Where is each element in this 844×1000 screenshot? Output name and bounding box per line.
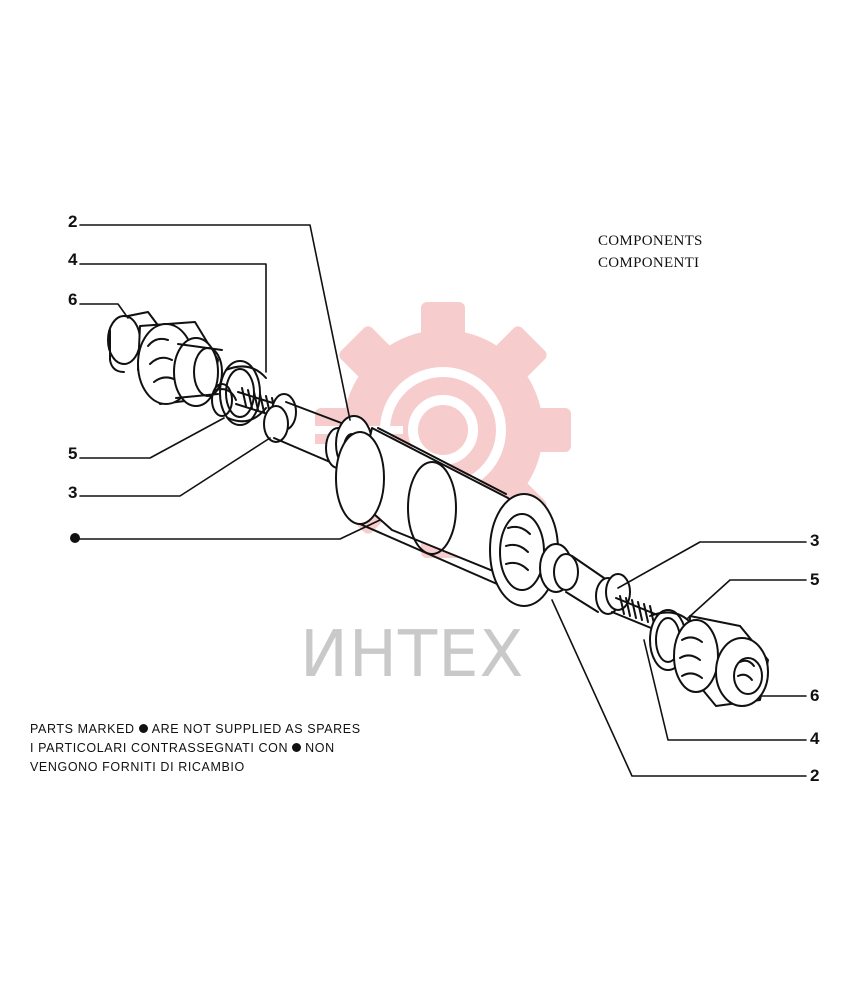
bullet-dot-icon <box>292 743 302 752</box>
note-line-1: PARTS MARKED ARE NOT SUPPLIED AS SPARES <box>30 722 361 736</box>
callout-right-4: 4 <box>810 729 820 748</box>
leader-lines-right <box>551 541 807 777</box>
callout-right-2: 2 <box>810 766 820 785</box>
right-spacer-part-3 <box>595 573 631 615</box>
bullet-dot-icon <box>138 724 148 733</box>
watermark-text: ИНТЕХ <box>300 618 525 692</box>
not-supplied-marker-dot <box>70 533 80 543</box>
right-end-fitting-part-6 <box>673 615 769 707</box>
callout-left-4: 4 <box>68 250 78 269</box>
leader-lines-left <box>79 224 381 540</box>
note-line-2-b: NON <box>305 741 335 755</box>
central-sleeve-body <box>335 427 559 607</box>
note-line-2: I PARTICOLARI CONTRASSEGNATI CON NON <box>30 741 335 755</box>
note-line-1-a: PARTS MARKED <box>30 722 135 736</box>
callout-right-3: 3 <box>810 531 820 550</box>
callout-left-3: 3 <box>68 483 78 502</box>
callout-right-5: 5 <box>810 570 820 589</box>
callout-left-2: 2 <box>68 212 78 231</box>
note-line-3: VENGONO FORNITI DI RICAMBIO <box>30 760 245 774</box>
note-line-1-b: ARE NOT SUPPLIED AS SPARES <box>151 722 361 736</box>
callout-right-6: 6 <box>810 686 820 705</box>
right-shaft <box>539 543 605 613</box>
callout-left-6: 6 <box>68 290 78 309</box>
left-end-fitting-part-6 <box>107 311 223 407</box>
left-threaded-stud-part-5 <box>211 383 277 417</box>
title-line-it: COMPONENTI <box>598 255 700 271</box>
note-line-2-a: I PARTICOLARI CONTRASSEGNATI CON <box>30 741 289 755</box>
title-line-en: COMPONENTS <box>598 233 703 249</box>
callout-left-5: 5 <box>68 444 78 463</box>
right-threaded-stud-part-5 <box>611 595 661 631</box>
